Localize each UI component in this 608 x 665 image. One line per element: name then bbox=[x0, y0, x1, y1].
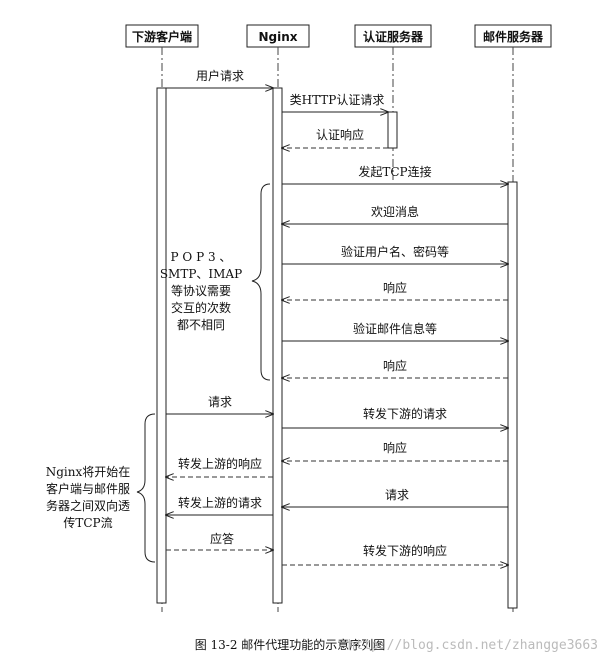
message-label: 类HTTP认证请求 bbox=[290, 93, 385, 107]
message-label: 转发上游的响应 bbox=[178, 456, 262, 471]
note-line: 等协议需要 bbox=[171, 283, 231, 298]
activation-mail bbox=[507, 181, 518, 609]
message-label: 响应 bbox=[383, 280, 407, 295]
message-label: 请求 bbox=[385, 488, 409, 502]
message-client-request: 请求 bbox=[166, 395, 273, 414]
message-forward-downstream-request: 转发下游的请求 bbox=[282, 406, 508, 428]
message-label: 发起TCP连接 bbox=[358, 164, 431, 179]
message-tcp-connect: 发起TCP连接 bbox=[282, 164, 508, 184]
message-label: 响应 bbox=[383, 358, 407, 373]
message-auth-request: 类HTTP认证请求 bbox=[282, 93, 388, 112]
activation-auth bbox=[387, 111, 398, 149]
message-welcome: 欢迎消息 bbox=[282, 204, 508, 224]
note-line: 传TCP流 bbox=[63, 515, 112, 530]
activation-nginx bbox=[272, 87, 283, 604]
message-forward-upstream-request: 转发上游的请求 bbox=[166, 495, 273, 515]
note-line: 客户端与邮件服 bbox=[46, 481, 130, 496]
note-line: 都不相同 bbox=[177, 318, 225, 332]
message-label: 转发下游的响应 bbox=[363, 543, 447, 558]
participant-client-label: 下游客户端 bbox=[132, 29, 192, 44]
message-verify-user: 验证用户名、密码等 bbox=[282, 244, 508, 264]
message-mail-response: 响应 bbox=[282, 440, 508, 461]
message-forward-upstream-response: 转发上游的响应 bbox=[166, 456, 273, 477]
note-line: SMTP、IMAP bbox=[160, 267, 242, 281]
message-response-1: 响应 bbox=[282, 280, 508, 300]
message-label: 应答 bbox=[210, 531, 234, 546]
protocol-note: P O P 3 、 SMTP、IMAP 等协议需要 交互的次数 都不相同 bbox=[160, 250, 242, 332]
message-label: 验证邮件信息等 bbox=[353, 321, 437, 336]
note-line: P O P 3 、 bbox=[171, 250, 232, 264]
message-verify-mail: 验证邮件信息等 bbox=[282, 321, 508, 341]
figure-caption: 图 13-2 邮件代理功能的示意序列图 bbox=[195, 637, 386, 652]
participant-nginx-label: Nginx bbox=[258, 30, 297, 44]
message-label: 请求 bbox=[208, 395, 232, 409]
participant-nginx: Nginx bbox=[246, 24, 310, 48]
participant-auth: 认证服务器 bbox=[354, 24, 432, 48]
message-label: 认证响应 bbox=[316, 127, 364, 142]
message-label: 转发上游的请求 bbox=[178, 495, 262, 510]
message-label: 响应 bbox=[383, 440, 407, 455]
message-label: 验证用户名、密码等 bbox=[341, 244, 449, 259]
protocol-brace bbox=[251, 183, 271, 381]
participant-mail: 邮件服务器 bbox=[474, 24, 552, 48]
message-forward-downstream-response: 转发下游的响应 bbox=[282, 543, 508, 565]
message-response-2: 响应 bbox=[282, 358, 508, 378]
watermark: http://blog.csdn.net/zhangge3663 bbox=[348, 638, 598, 653]
participant-auth-label: 认证服务器 bbox=[363, 29, 424, 44]
note-line: 交互的次数 bbox=[171, 300, 231, 315]
message-label: 欢迎消息 bbox=[371, 204, 419, 219]
message-user-request: 用户请求 bbox=[166, 68, 273, 88]
participant-mail-label: 邮件服务器 bbox=[483, 29, 544, 44]
message-label: 用户请求 bbox=[196, 68, 244, 83]
note-line: 务器之间双向透 bbox=[46, 498, 130, 513]
note-line: Nginx将开始在 bbox=[46, 465, 131, 479]
message-mail-request: 请求 bbox=[282, 488, 508, 507]
participant-client: 下游客户端 bbox=[125, 24, 199, 48]
message-client-answer: 应答 bbox=[166, 531, 273, 550]
activation-client bbox=[156, 87, 167, 604]
transparent-note: Nginx将开始在 客户端与邮件服 务器之间双向透 传TCP流 bbox=[46, 465, 131, 530]
transparent-brace bbox=[136, 413, 156, 563]
message-label: 转发下游的请求 bbox=[363, 406, 447, 421]
message-auth-response: 认证响应 bbox=[282, 127, 388, 148]
